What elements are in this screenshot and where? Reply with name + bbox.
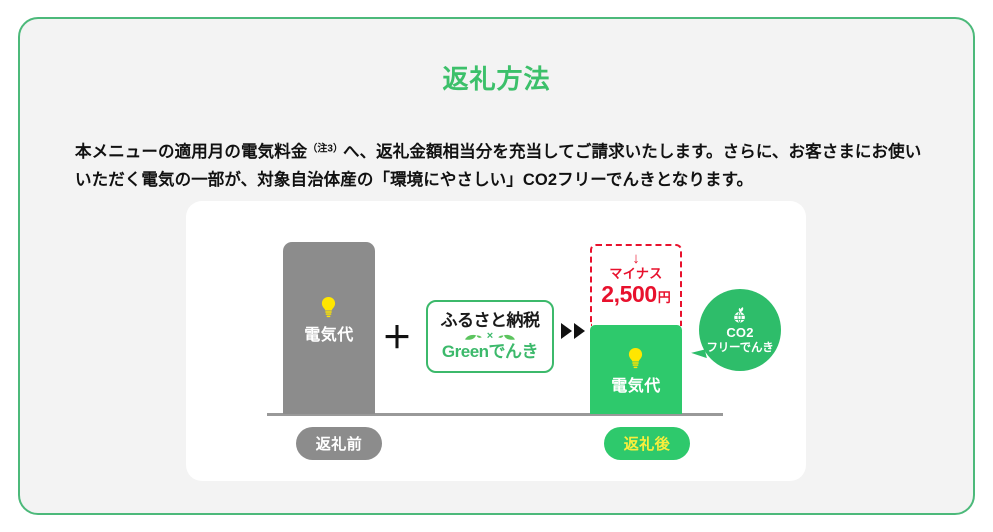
lightbulb-icon — [322, 296, 336, 317]
discount-amount-currency: 円 — [657, 290, 671, 306]
transition-arrows-icon — [561, 323, 585, 339]
bar-after-content: 電気代 — [611, 347, 661, 396]
logo-line-bottom: Greenでんき — [441, 342, 539, 362]
discount-word: マイナス — [609, 266, 663, 281]
logo-middle-row: × — [463, 331, 517, 342]
discount-amount: 2,500 円 — [601, 282, 671, 306]
page-title: 返礼方法 — [442, 64, 551, 94]
bar-after-label: 電気代 — [611, 378, 661, 395]
footnote-marker: （注3） — [307, 143, 343, 154]
logo-multiply-symbol: × — [486, 330, 494, 343]
discount-callout: ↓ マイナス 2,500 円 — [590, 244, 682, 326]
bar-before-label: 電気代 — [304, 326, 354, 344]
co2-bubble-line1: CO2 — [726, 325, 754, 341]
triangle-arrow-1-icon — [561, 323, 572, 339]
triangle-arrow-2-icon — [574, 323, 585, 339]
logo-line-top: ふるさと納税 — [440, 311, 541, 331]
down-arrow-icon: ↓ — [632, 250, 640, 267]
co2-bubble-line2: フリーでんき — [706, 341, 774, 354]
lightbulb-icon — [629, 348, 643, 369]
bar-before-content: 電気代 — [304, 296, 354, 345]
bar-before-rebate: 電気代 — [283, 242, 375, 414]
diagram-card: 電気代 ＋ ふるさと納税 × — [186, 201, 806, 481]
description-paragraph: 本メニューの適用月の電気料金（注3）へ、返礼金額相当分を充当してご請求いたします… — [75, 138, 930, 195]
comparison-diagram: 電気代 ＋ ふるさと納税 × — [186, 201, 806, 481]
label-before-rebate: 返礼前 — [296, 427, 382, 460]
plus-operator-icon: ＋ — [382, 322, 412, 355]
leaf-left-icon — [464, 334, 482, 340]
diagram-baseline — [267, 413, 723, 416]
co2-free-bubble: CO2 フリーでんき — [699, 289, 781, 371]
bar-after-rebate: 電気代 — [590, 325, 682, 414]
label-after-rebate: 返礼後 — [604, 427, 690, 460]
furusato-green-logo: ふるさと納税 × Greenでんき — [426, 300, 554, 373]
leaf-right-icon — [498, 334, 516, 340]
discount-amount-value: 2,500 — [601, 281, 657, 308]
description-text-part1: 本メニューの適用月の電気料金 — [75, 142, 308, 161]
description-text-part2: へ、返礼金額相当分を充当してご請求いたします。さらに、お客さまにお使いいただく電… — [75, 142, 922, 189]
content-panel: 返礼方法 本メニューの適用月の電気料金（注3）へ、返礼金額相当分を充当してご請求… — [18, 17, 975, 515]
leaf-globe-icon — [733, 307, 745, 324]
